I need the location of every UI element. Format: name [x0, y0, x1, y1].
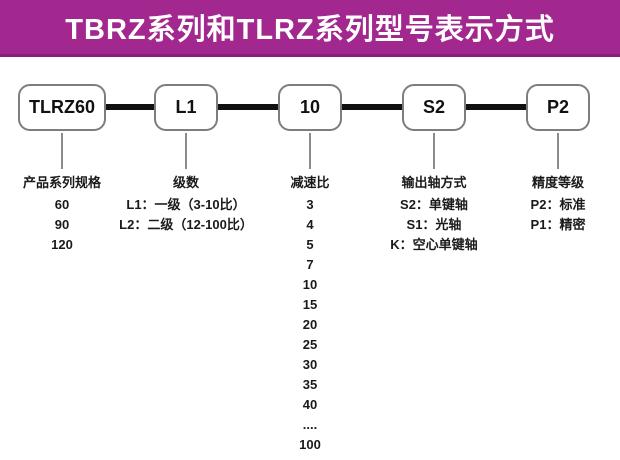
option-item: 3: [306, 197, 314, 212]
vertical-connector-stub: [309, 133, 311, 169]
option-item: 100: [299, 437, 321, 452]
vertical-connector-stub: [185, 133, 187, 169]
option-item: 20: [302, 317, 318, 332]
code-box: S2: [402, 84, 466, 131]
header-bar: TBRZ系列和TLRZ系列型号表示方式: [0, 0, 620, 57]
option-list: P2：标准 P1：精密: [531, 195, 586, 235]
code-box: 10: [278, 84, 342, 131]
option-item: 4: [306, 217, 314, 232]
option-item: 60: [54, 197, 70, 212]
page-title: TBRZ系列和TLRZ系列型号表示方式: [65, 14, 555, 46]
option-item: 7: [306, 257, 314, 272]
code-box-label: S2: [422, 97, 446, 117]
code-box: TLRZ60: [17, 84, 106, 131]
option-list: S2：单键轴 S1：光轴 K：空心单键轴: [390, 195, 477, 255]
code-box-label: P2: [546, 97, 570, 117]
option-item: S1：光轴: [406, 217, 462, 232]
code-box: P2: [526, 84, 590, 131]
code-box: L1: [154, 84, 218, 131]
option-item: 5: [306, 237, 314, 252]
option-item: L1：一级（3-10比）: [126, 197, 246, 212]
option-item: 40: [302, 397, 318, 412]
option-item: 15: [302, 297, 318, 312]
option-list: L1：一级（3-10比） L2：二级（12-100比）: [119, 195, 253, 235]
option-item: 10: [302, 277, 318, 292]
option-item: S2：单键轴: [400, 197, 468, 212]
option-list: 3 4 5 7 10 15 20 25 30 35 40.... 100: [299, 195, 321, 455]
column-s2: S2 输出轴方式 S2：单键轴 S1：光轴 K：空心单键轴: [372, 84, 496, 455]
model-code-diagram: TLRZ60 产品系列规格 60 90 120 L1 级数 L1：一级（3-10比）…: [0, 57, 620, 460]
column-l1: L1 级数 L1：一级（3-10比） L2：二级（12-100比）: [119, 84, 253, 455]
vertical-connector-stub: [433, 133, 435, 169]
option-item: ....: [302, 417, 318, 432]
option-item: P2：标准: [530, 197, 586, 212]
column-label: 级数: [172, 175, 199, 190]
option-item: L2：二级（12-100比）: [119, 217, 253, 232]
vertical-connector-stub: [557, 133, 559, 169]
option-item: 90: [54, 217, 70, 232]
columns: TLRZ60 产品系列规格 60 90 120 L1 级数 L1：一级（3-10比）…: [0, 84, 620, 455]
column-label: 减速比: [290, 175, 330, 190]
code-box-label: L1: [175, 97, 197, 117]
option-item: 35: [302, 377, 318, 392]
code-box-label: 10: [299, 97, 321, 117]
option-list: 60 90 120: [51, 195, 73, 255]
option-item: 30: [302, 357, 318, 372]
column-label: 产品系列规格: [22, 175, 101, 190]
option-item: K：空心单键轴: [390, 237, 478, 252]
column-label: 精度等级: [531, 175, 584, 190]
code-box-label: TLRZ60: [28, 97, 95, 117]
column-10: 10 减速比 3 4 5 7 10 15 20 25 30 35 40.... 100: [248, 84, 372, 455]
option-item: P1：精密: [530, 217, 586, 232]
option-item: 25: [302, 337, 318, 352]
vertical-connector-stub: [61, 133, 63, 169]
column-tlrz60: TLRZ60 产品系列规格 60 90 120: [0, 84, 124, 455]
column-label: 输出轴方式: [401, 175, 467, 190]
column-p2: P2 精度等级 P2：标准 P1：精密: [496, 84, 620, 455]
option-item: 120: [51, 237, 73, 252]
